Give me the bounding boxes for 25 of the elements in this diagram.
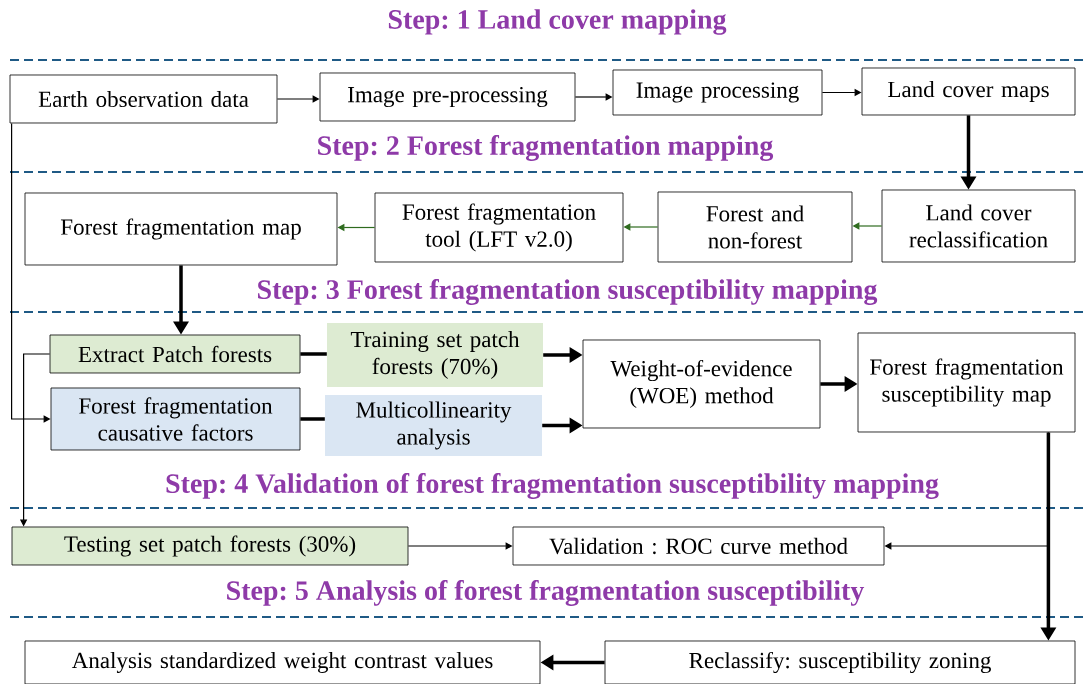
process-box: Image processing <box>612 69 823 116</box>
process-box: Extract Patch forests <box>49 334 301 374</box>
step-heading: Step: 4 Validation of forest fragmentation susceptibility mapping <box>166 473 939 499</box>
step-heading: Step: 3 Forest fragmentation susceptibility mapping <box>258 279 878 305</box>
connector-line <box>300 417 325 421</box>
process-box: Reclassify: susceptibility zoning <box>604 640 1076 684</box>
process-box: Validation : ROC curve method <box>512 526 885 566</box>
process-box: Earth observation data <box>9 74 278 124</box>
process-box: Forest fragmentation susceptibility map <box>857 332 1076 433</box>
process-box: Forest and non-forest <box>657 191 853 263</box>
process-box: Forest fragmentation causative factors <box>50 387 301 451</box>
process-box: Image pre-processing <box>319 72 576 122</box>
process-box: Testing set patch forests (30%) <box>11 526 409 566</box>
process-box: Land cover reclassification <box>881 189 1076 263</box>
process-box: Forest fragmentation tool (LFT v2.0) <box>374 192 624 263</box>
process-box: Land cover maps <box>861 67 1076 116</box>
step-heading: Step: 1 Land cover mapping <box>388 9 727 35</box>
process-box: Forest fragmentation map <box>24 192 338 266</box>
process-box: Weight-of-evidence (WOE) method <box>582 339 821 429</box>
connector-line <box>300 352 327 356</box>
process-box: Analysis standardized weight contrast values <box>24 640 541 684</box>
process-box: Training set patch forests (70%) <box>327 323 543 387</box>
step-heading: Step: 2 Forest fragmentation mapping <box>318 135 774 161</box>
process-box: Multicollinearity analysis <box>325 395 542 456</box>
step-heading: Step: 5 Analysis of forest fragmentation susceptibility <box>227 580 865 606</box>
